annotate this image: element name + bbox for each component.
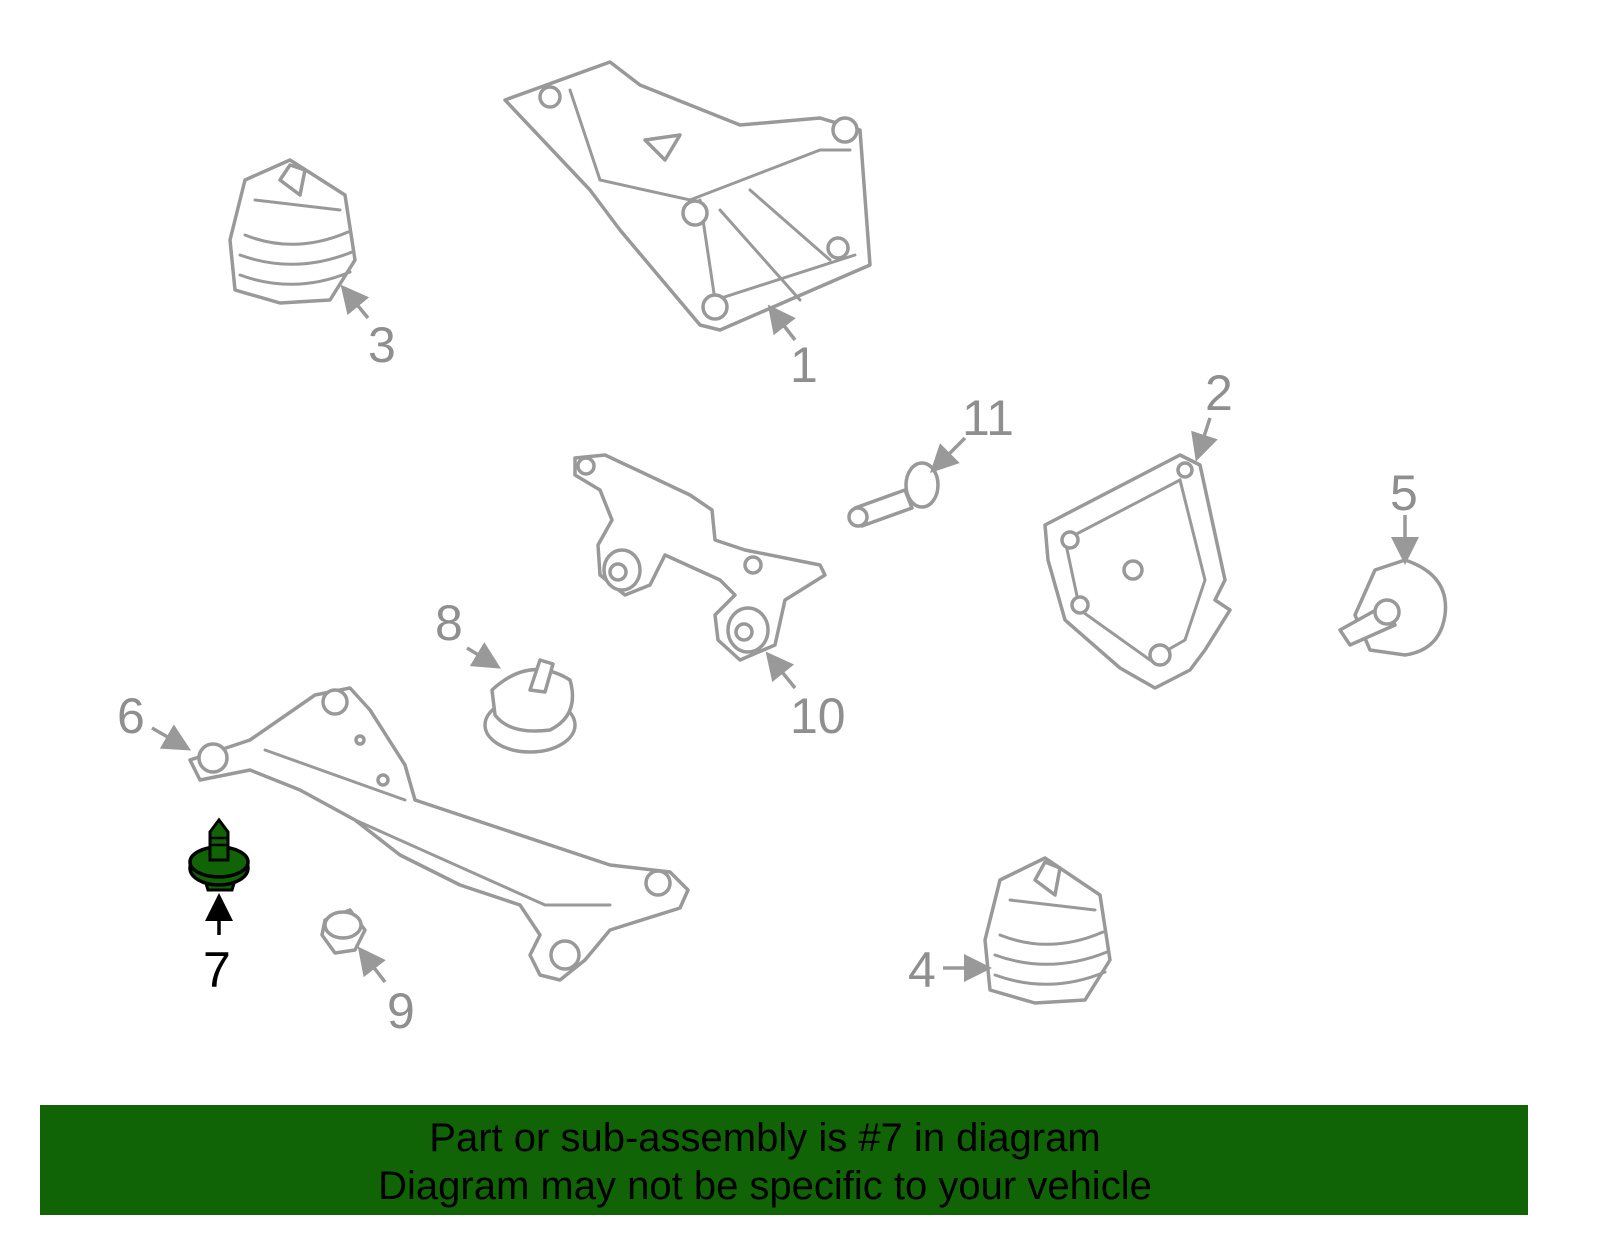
part-10-bracket[interactable] [573,453,827,662]
leader-11 [930,436,967,473]
part-6-crossmember[interactable] [188,686,690,982]
callout-6: 6 [117,688,145,744]
part-5-bushing[interactable] [1338,558,1448,657]
callout-1: 1 [790,337,818,393]
part-11-bolt[interactable] [847,461,940,528]
leader-2 [1191,417,1218,462]
callout-5: 5 [1390,465,1418,521]
leader-10 [765,651,797,690]
info-banner: Part or sub-assembly is #7 in diagram Di… [40,1105,1528,1215]
callout-8: 8 [435,595,463,651]
callout-11: 11 [962,390,1014,446]
leader-9 [357,946,387,984]
leader-1 [767,304,797,342]
part-8-rubber-mount[interactable] [483,658,577,754]
callout-4: 4 [908,942,936,998]
part-9-nut[interactable] [320,908,367,955]
leader-3 [340,284,370,320]
banner-line-1: Part or sub-assembly is #7 in diagram [429,1116,1101,1160]
part-2-bracket[interactable] [1043,453,1232,690]
callout-3: 3 [368,317,396,373]
callout-10: 10 [790,688,846,744]
part-1-bracket[interactable] [503,60,872,332]
banner-line-2: Diagram may not be specific to your vehi… [378,1164,1152,1208]
part-3-engine-mount[interactable] [228,158,357,305]
callout-9: 9 [387,983,415,1039]
leader-8 [466,642,501,669]
leader-6 [151,724,192,751]
part-7-bolt-highlighted[interactable] [188,817,250,892]
callout-2: 2 [1205,365,1233,421]
part-4-engine-mount[interactable] [983,856,1112,1005]
callout-7: 7 [203,942,231,998]
